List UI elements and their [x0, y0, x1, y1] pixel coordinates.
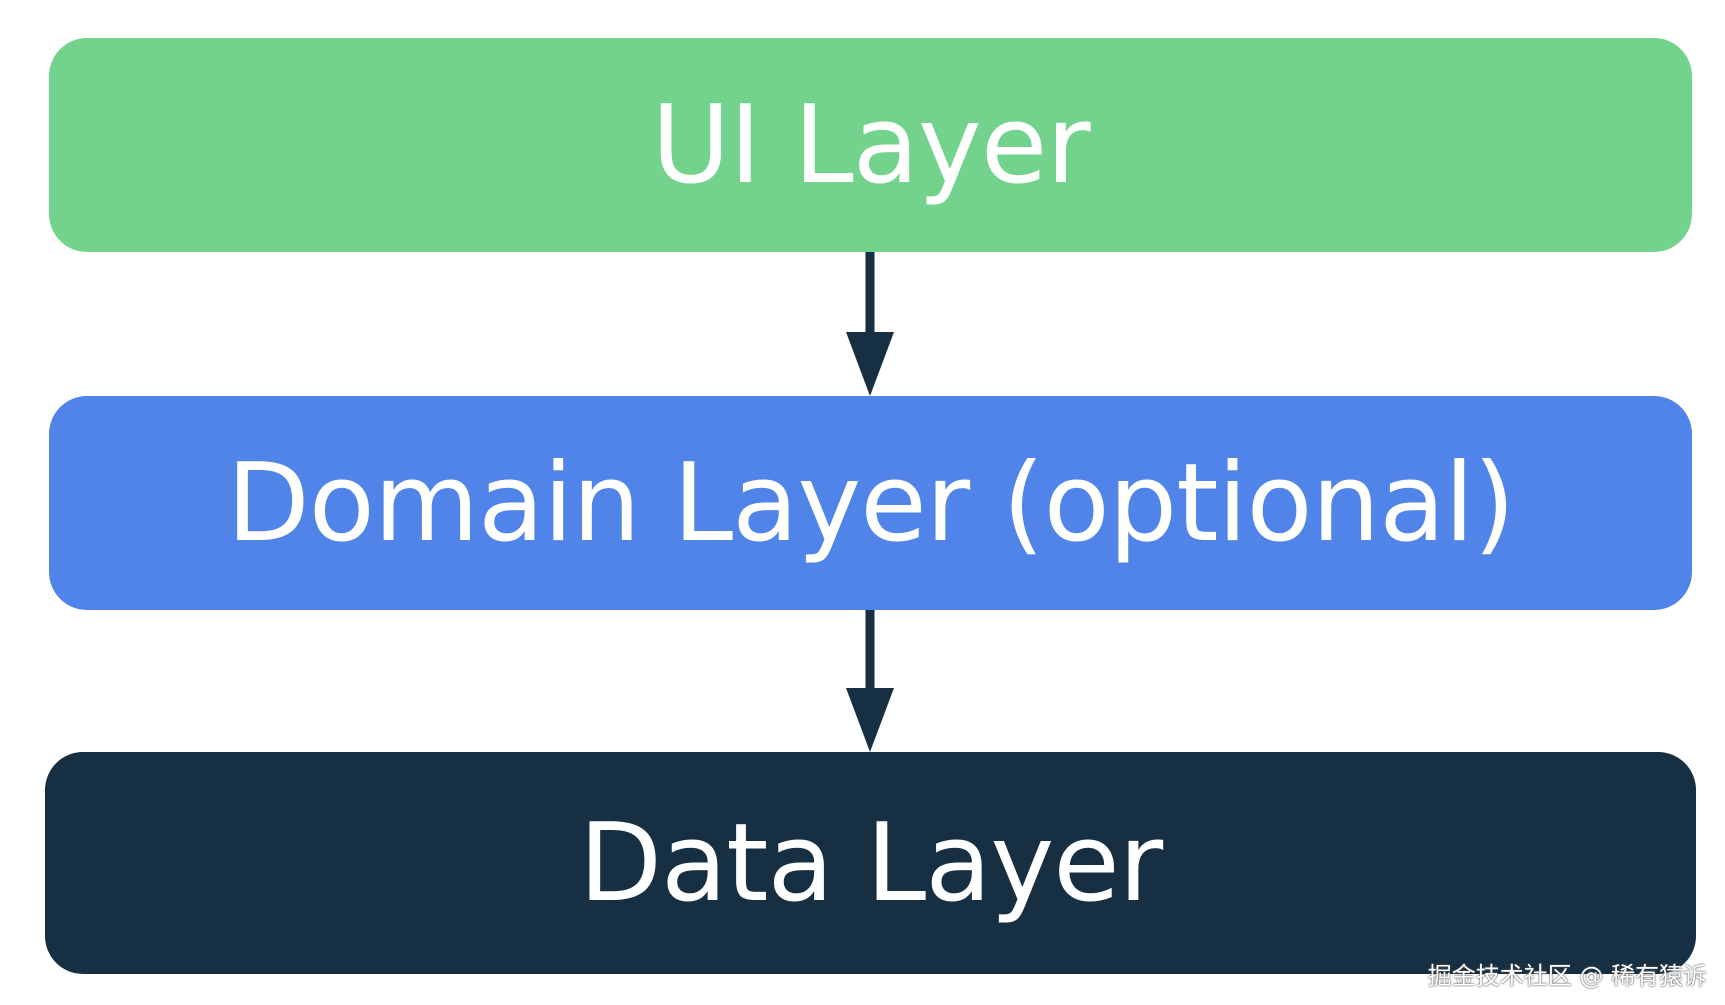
domain-layer-label: Domain Layer (optional)	[226, 440, 1516, 566]
data-layer-label: Data Layer	[578, 800, 1163, 926]
ui-layer-box: UI Layer	[49, 38, 1692, 252]
arrow-domain-to-data	[846, 610, 894, 752]
ui-layer-label: UI Layer	[651, 82, 1090, 208]
data-layer-box: Data Layer	[45, 752, 1696, 974]
domain-layer-box: Domain Layer (optional)	[49, 396, 1692, 610]
watermark-text: 掘金技术社区 @ 稀有猿诉	[1427, 962, 1707, 990]
arrow-ui-to-domain	[846, 252, 894, 396]
